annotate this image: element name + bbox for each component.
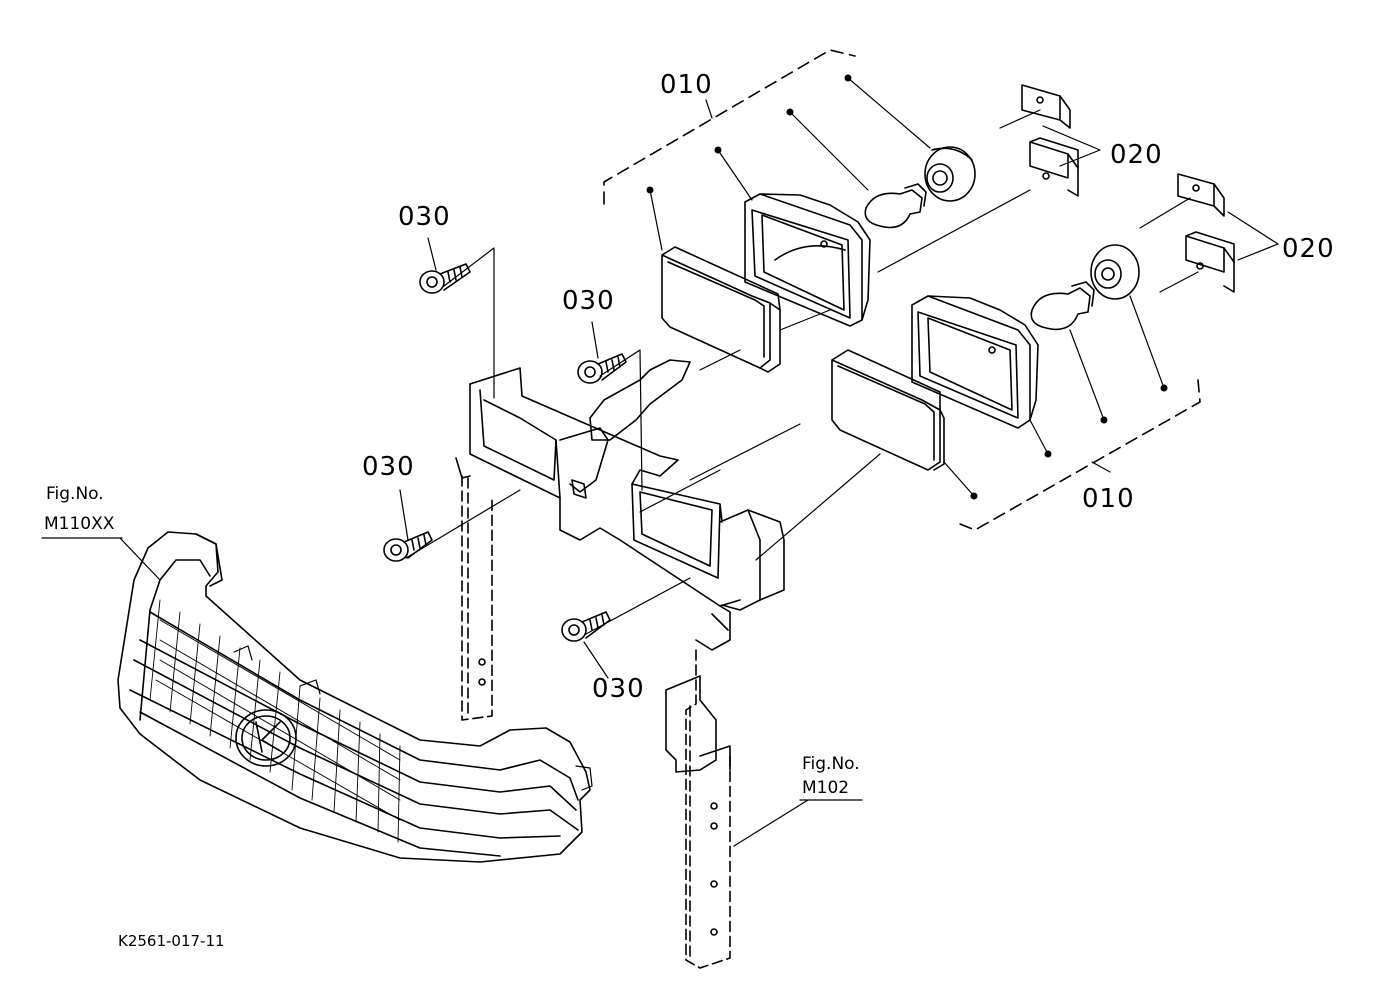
strap-holes: [478, 658, 731, 936]
leader-lines: [119, 77, 1279, 847]
frame-fig-code: M102: [802, 778, 850, 798]
left-headlamp-housing: [744, 193, 871, 327]
right-bulb: [1030, 281, 1095, 331]
right-headlamp-lens: [831, 349, 945, 471]
part-030-label-c: 030: [362, 452, 415, 482]
drawing-code: K2561-017-11: [118, 932, 225, 950]
right-socket: [1090, 244, 1140, 300]
kubota-emblem: [235, 709, 297, 767]
bolt-030-b: [577, 353, 627, 384]
grille-fig-code: M110XX: [44, 514, 115, 534]
part-030-label-b: 030: [562, 286, 615, 316]
part-010-label-bottom: 010: [1082, 484, 1135, 514]
frame-fig-label: Fig.No.: [802, 754, 860, 774]
front-grille: [117, 531, 593, 863]
part-020-label-right: 020: [1282, 234, 1335, 264]
right-headlamp-housing: [911, 295, 1039, 429]
left-headlamp-lens: [661, 246, 781, 373]
part-030-label-a: 030: [398, 202, 451, 232]
part-020-label-top: 020: [1110, 140, 1163, 170]
part-030-label-d: 030: [592, 674, 645, 704]
left-bulb: [864, 183, 927, 229]
left-socket: [924, 146, 976, 202]
mounting-straps: [461, 475, 731, 969]
headlight-bracket-frame: [455, 359, 785, 651]
grille-mesh: [149, 599, 401, 843]
assembly-010-bracket: [603, 49, 1201, 531]
leader-dots: [646, 74, 1168, 500]
clips-020: [1021, 84, 1235, 293]
grille-fig-label: Fig.No.: [46, 484, 104, 504]
label-underlines: [41, 537, 863, 801]
part-010-label-top: 010: [660, 70, 713, 100]
bolt-030-d: [561, 611, 611, 642]
bolt-030-a: [419, 263, 471, 294]
